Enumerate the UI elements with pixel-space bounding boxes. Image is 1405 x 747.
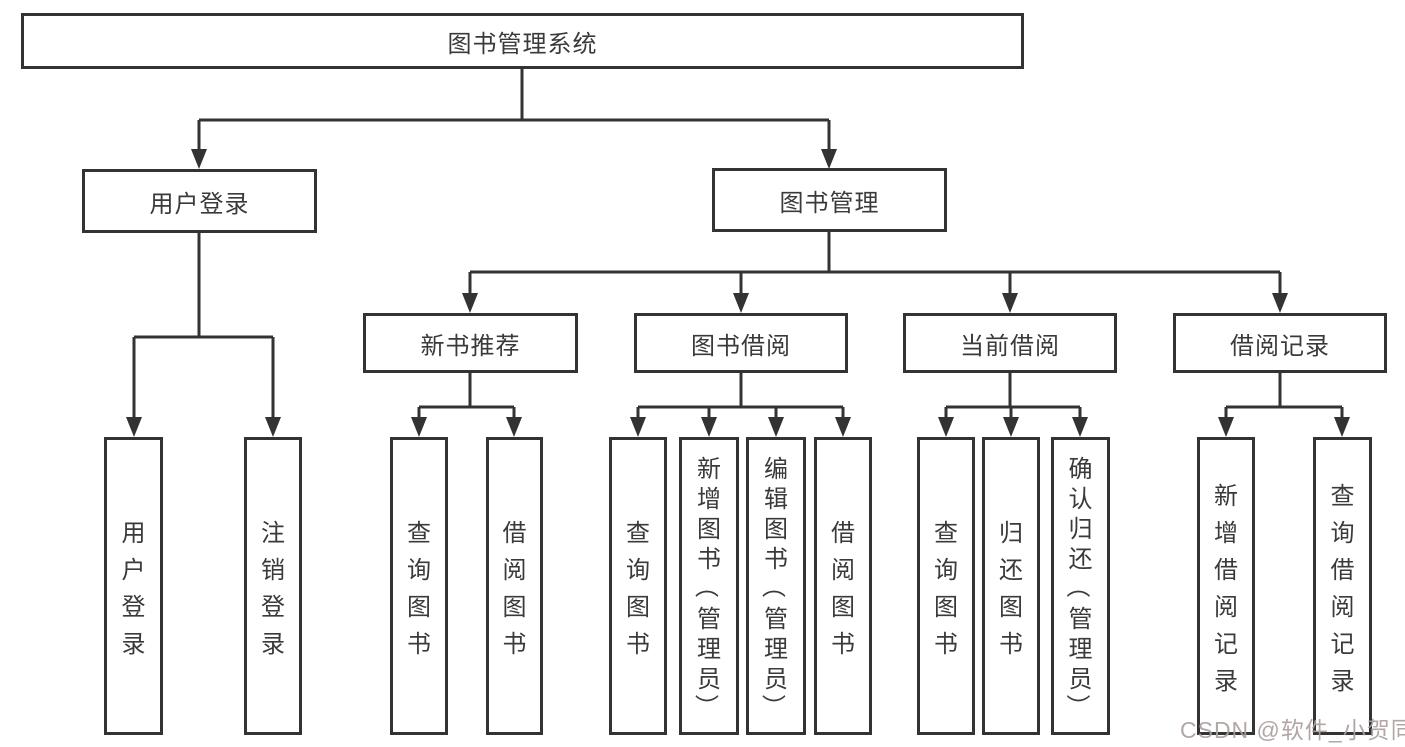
node-leaf-borrow-books: 借阅图书 [814, 437, 872, 735]
arrow-down-icon [630, 417, 646, 437]
arrow-down-icon [1334, 417, 1350, 437]
node-borrowing-records: 借阅记录 [1173, 313, 1387, 373]
arrow-down-icon [126, 417, 142, 437]
connector-user-login-children [132, 233, 275, 419]
arrowhead-icons [126, 149, 1350, 437]
arrow-down-icon [265, 417, 281, 437]
node-leaf-add-borrow-record: 新增借阅记录 [1197, 437, 1255, 735]
connector-records-children [1224, 373, 1344, 419]
node-book-management: 图书管理 [712, 168, 947, 232]
connector-new-books-children [417, 373, 516, 419]
node-new-book-recommend: 新书推荐 [363, 313, 578, 373]
connector-book-mgmt-level3 [468, 232, 1282, 295]
arrow-down-icon [462, 293, 478, 313]
node-leaf-query-borrow-record: 查询借阅记录 [1313, 437, 1372, 735]
node-leaf-logout: 注销登录 [244, 437, 302, 735]
csdn-watermark: CSDN @软件_小贺同学 [1180, 717, 1405, 743]
arrow-down-icon [506, 417, 522, 437]
connector-root-to-level2 [197, 69, 831, 151]
arrow-down-icon [1002, 293, 1018, 313]
arrow-down-icon [938, 417, 954, 437]
arrow-down-icon [701, 417, 717, 437]
node-user-login: 用户登录 [82, 169, 317, 233]
arrow-down-icon [768, 417, 784, 437]
node-current-borrowing: 当前借阅 [903, 313, 1117, 373]
node-library-management-system: 图书管理系统 [21, 13, 1024, 69]
arrow-down-icon [835, 417, 851, 437]
arrow-down-icon [1003, 417, 1019, 437]
arrow-down-icon [1218, 417, 1234, 437]
node-book-borrowing: 图书借阅 [634, 313, 848, 373]
arrow-down-icon [1072, 417, 1088, 437]
arrow-down-icon [821, 149, 837, 169]
node-leaf-borrow-books-recommend: 借阅图书 [486, 437, 543, 735]
arrow-down-icon [411, 417, 427, 437]
arrow-down-icon [733, 293, 749, 313]
arrow-down-icon [1272, 293, 1288, 313]
node-leaf-add-books-admin: 新增图书（管理员） [679, 437, 739, 735]
node-leaf-query-books-current: 查询图书 [917, 437, 975, 735]
node-leaf-return-books: 归还图书 [982, 437, 1040, 735]
node-leaf-query-books-recommend: 查询图书 [390, 437, 448, 735]
node-leaf-query-books-borrowing: 查询图书 [609, 437, 667, 735]
connector-borrowing-children [636, 373, 845, 419]
node-leaf-edit-books-admin: 编辑图书（管理员） [746, 437, 806, 735]
connector-current-children [944, 373, 1082, 419]
node-leaf-user-login: 用户登录 [104, 437, 163, 735]
arrow-down-icon [191, 149, 207, 169]
node-leaf-confirm-return-admin: 确认归还（管理员） [1051, 437, 1110, 735]
